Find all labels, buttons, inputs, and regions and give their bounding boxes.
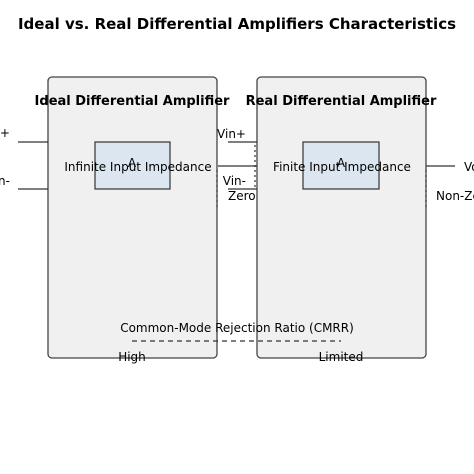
ideal-panel-title: Ideal Differential Amplifier: [35, 94, 230, 109]
real-cmrr-value: Limited: [319, 350, 364, 364]
ideal-panel-box: [47, 76, 218, 359]
ideal-vin-plus-label: Vin+: [0, 126, 10, 140]
ideal-panel: Ideal Differential Amplifier Vin+ Vin- A…: [0, 76, 230, 364]
ideal-amplifier-label: A: [128, 156, 137, 170]
real-panel-title: Real Differential Amplifier: [246, 94, 437, 109]
real-vout-label: Vo: [464, 160, 474, 174]
cmrr-label: Common-Mode Rejection Ratio (CMRR): [120, 321, 354, 335]
diagram-title: Ideal vs. Real Differential Amplifiers C…: [18, 15, 456, 33]
real-amplifier-block: [302, 141, 380, 190]
real-amplifier-label: A: [337, 156, 346, 170]
ideal-amplifier-block: [94, 141, 171, 190]
real-zero-label: Zero: [228, 189, 256, 203]
real-panel-box: [256, 76, 427, 359]
ideal-impedance-label: Infinite Input Impedance: [64, 160, 211, 174]
ideal-cmrr-value: High: [118, 350, 146, 364]
real-vin-plus-label: Vin+: [217, 127, 246, 141]
real-nonzero-label: Non-Ze: [436, 189, 474, 203]
ideal-vin-minus-label: Vin-: [0, 174, 10, 188]
real-panel: Real Differential Amplifier Vin+ Vin- Ze…: [217, 76, 474, 364]
real-impedance-label: Finite Input Impedance: [273, 160, 411, 174]
real-vin-minus-label: Vin-: [223, 174, 246, 188]
